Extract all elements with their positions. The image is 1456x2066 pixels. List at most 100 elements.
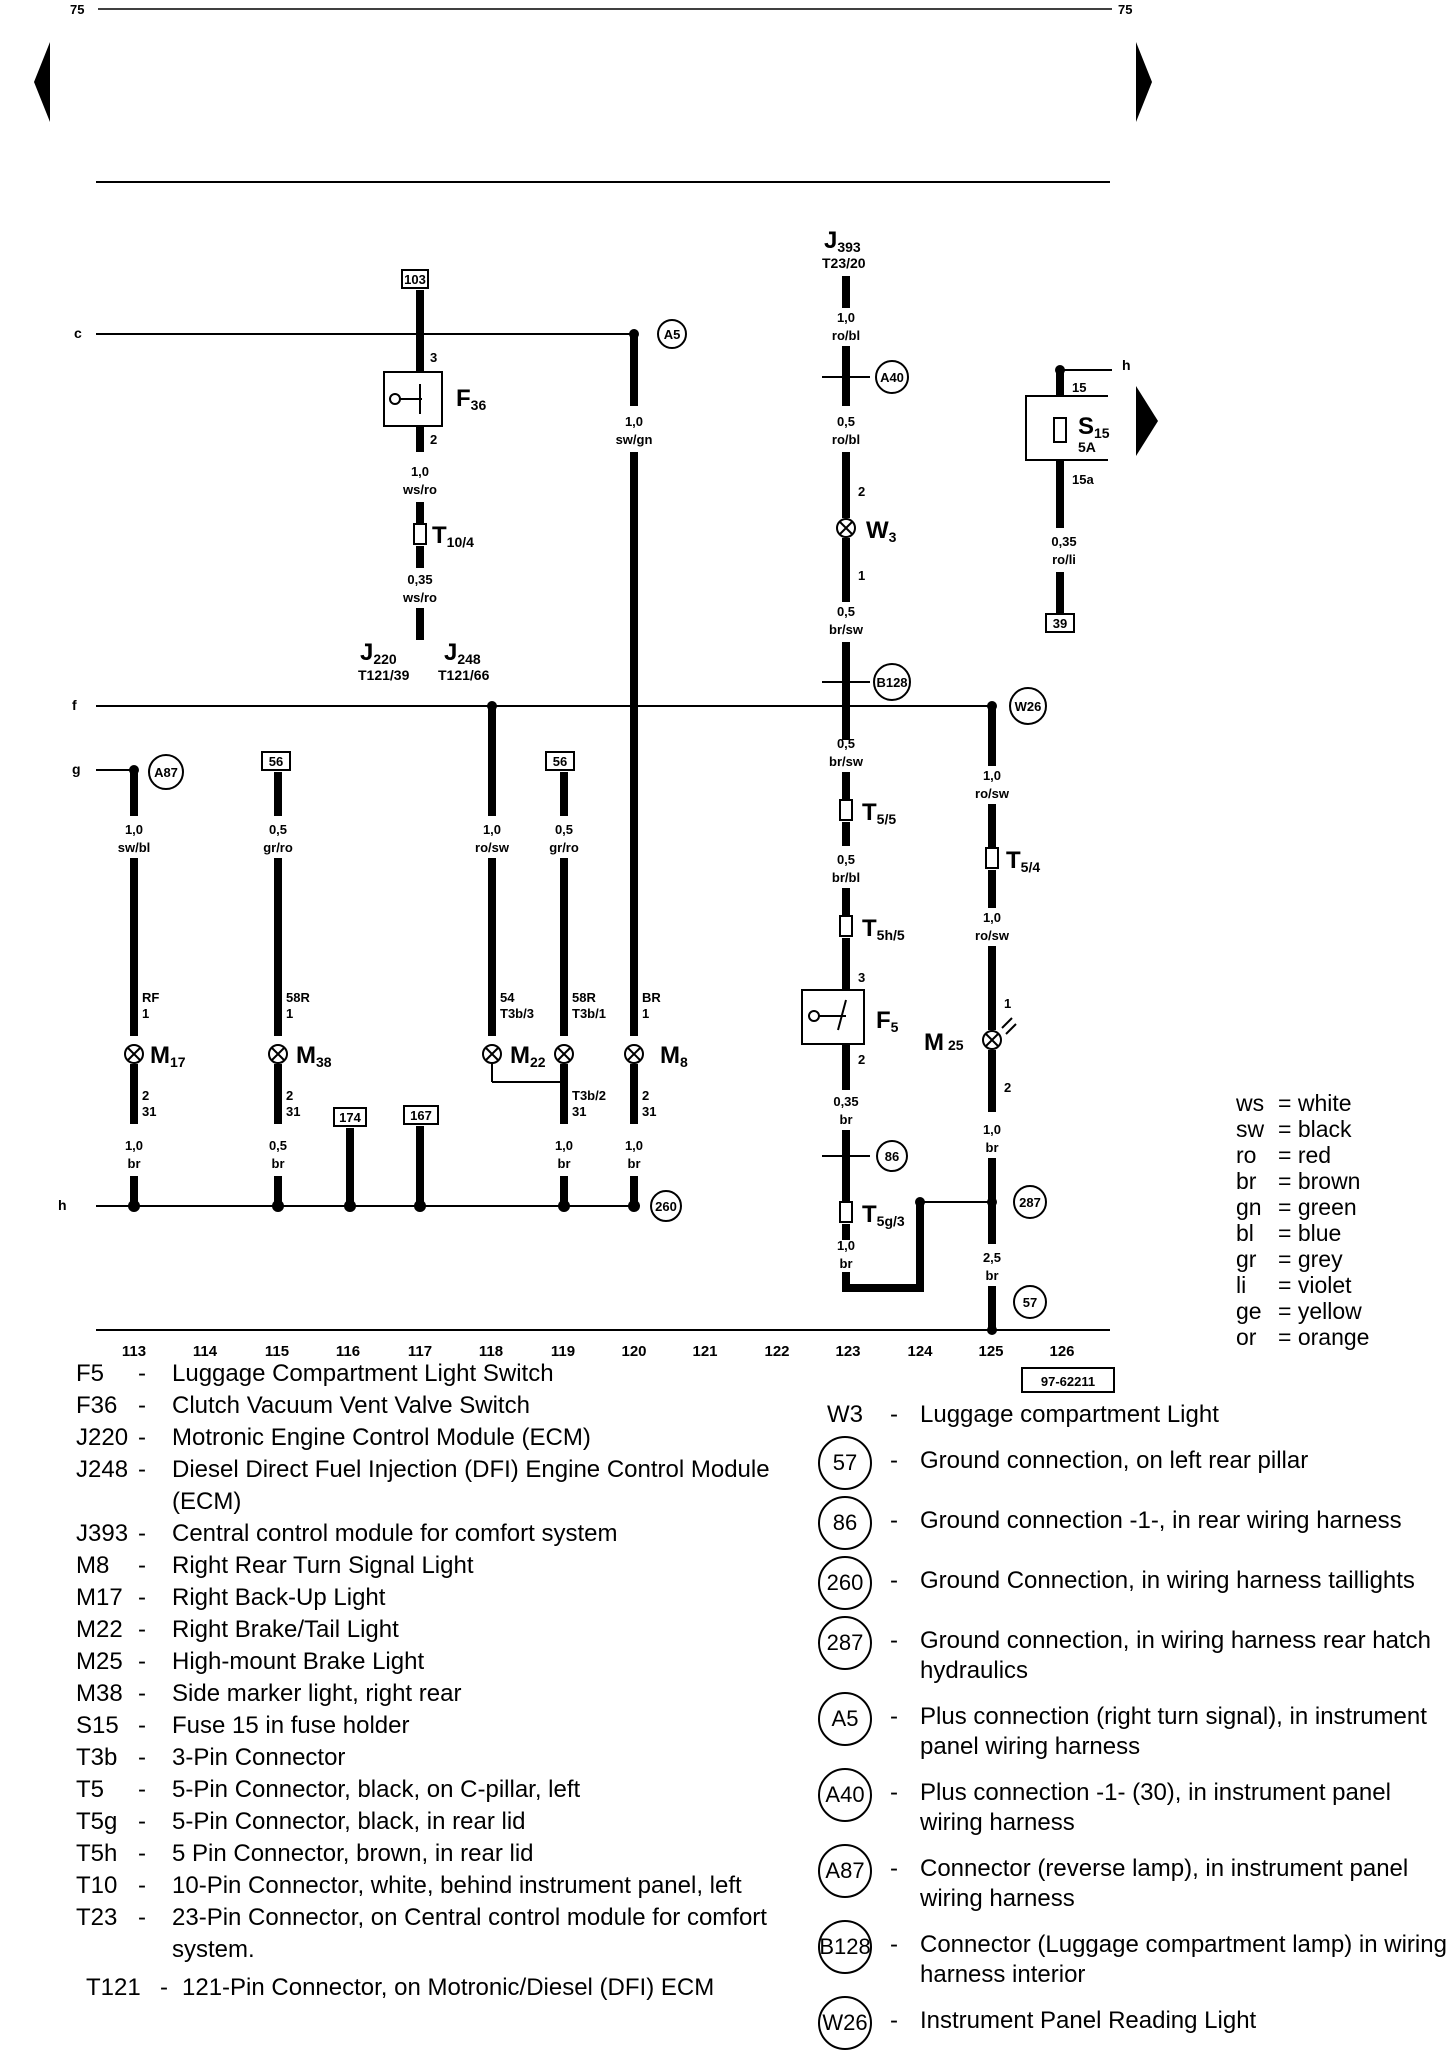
legend-item: F36-Clutch Vacuum Vent Valve Switch (76, 1392, 530, 1419)
color-row: sw= black (1236, 1116, 1352, 1142)
svg-text:125: 125 (978, 1343, 1003, 1360)
color-row: ro= red (1236, 1142, 1332, 1168)
wiring-diagram: 75 75 c f g h h 103 3 F36 2 1,0 ws/ro T1… (34, 2, 1158, 1393)
svg-text:15a: 15a (1072, 472, 1094, 487)
svg-text:br/sw: br/sw (829, 754, 864, 769)
svg-text:118: 118 (479, 1343, 503, 1360)
ground-260 (650, 1190, 682, 1222)
connection-a87-icon: A87 (818, 1844, 872, 1898)
m38-label: M38 (296, 1042, 332, 1070)
color-row: br= brown (1236, 1168, 1361, 1194)
color-row: or= orange (1236, 1324, 1370, 1350)
edge-label-g: g (72, 761, 81, 777)
legend-item: 287-Ground connection, in wiring harness… (800, 1616, 1450, 1686)
next-page-arrow-icon[interactable] (1136, 42, 1152, 122)
m8-label: M8 (660, 1042, 688, 1070)
svg-text:15: 15 (1072, 380, 1086, 395)
ref-box-39 (1045, 613, 1075, 633)
legend-item: W26-Instrument Panel Reading Light (800, 1996, 1450, 2050)
j393-label: J393 (824, 227, 861, 255)
page-number-left: 75 (70, 2, 84, 17)
svg-text:31: 31 (142, 1104, 156, 1119)
svg-text:br: br (986, 1140, 999, 1155)
svg-text:2: 2 (286, 1088, 293, 1103)
svg-text:2: 2 (430, 432, 437, 447)
w3-label: W3 (866, 517, 897, 545)
svg-text:br: br (628, 1156, 641, 1171)
svg-text:3: 3 (430, 350, 437, 365)
a40-connection (875, 360, 909, 394)
svg-text:2: 2 (858, 484, 865, 499)
svg-text:0,5: 0,5 (555, 822, 573, 837)
svg-text:121: 121 (692, 1343, 717, 1360)
m22-label: M22 (510, 1042, 546, 1070)
svg-text:58R: 58R (286, 990, 310, 1005)
svg-text:RF: RF (142, 990, 159, 1005)
m17-label: M17 (150, 1042, 186, 1070)
a87-connection (148, 754, 184, 790)
ref-box-103 (401, 269, 429, 289)
a5-connection (657, 319, 687, 349)
svg-text:ro/li: ro/li (1052, 552, 1076, 567)
svg-text:0,35: 0,35 (407, 572, 432, 587)
legend-item: F5-Luggage Compartment Light Switch (76, 1360, 554, 1387)
svg-text:sw/bl: sw/bl (118, 840, 151, 855)
svg-text:br/bl: br/bl (832, 870, 860, 885)
svg-text:1: 1 (858, 568, 865, 583)
ref-103: 103 (404, 272, 426, 287)
svg-text:gr/ro: gr/ro (263, 840, 293, 855)
wire-color-legend: ws= white sw= black ro= red br= brown gn… (1236, 1090, 1369, 1350)
b128-connection (873, 663, 911, 701)
t104-label: T10/4 (432, 522, 474, 550)
legend-item: T10-10-Pin Connector, white, behind inst… (76, 1872, 742, 1899)
component-legend-left: F5-Luggage Compartment Light Switch F36-… (76, 1358, 796, 2004)
color-row: ge= yellow (1236, 1298, 1362, 1324)
svg-text:167: 167 (410, 1108, 432, 1123)
connection-b128-icon: B128 (818, 1920, 872, 1974)
ref-code-box (1021, 1367, 1115, 1393)
svg-text:T121/39: T121/39 (358, 667, 410, 683)
svg-text:A40: A40 (880, 370, 904, 385)
edge-label-f: f (72, 697, 77, 713)
svg-text:5A: 5A (1078, 439, 1096, 455)
svg-text:br: br (272, 1156, 285, 1171)
s15-fuse-icon (1053, 417, 1067, 443)
f5-label: F5 (876, 1007, 899, 1035)
svg-text:br: br (840, 1112, 853, 1127)
ref-box-56a (261, 751, 291, 771)
svg-text:31: 31 (286, 1104, 300, 1119)
continue-arrow-icon (1136, 386, 1158, 456)
svg-text:0,35: 0,35 (833, 1094, 858, 1109)
svg-text:1,0: 1,0 (983, 1122, 1001, 1137)
ground-260-icon: 260 (818, 1556, 872, 1610)
svg-text:1,0: 1,0 (125, 1138, 143, 1153)
svg-text:1,0: 1,0 (555, 1138, 573, 1153)
legend-item: M22-Right Brake/Tail Light (76, 1616, 399, 1643)
svg-text:1,0: 1,0 (983, 768, 1001, 783)
svg-text:119: 119 (551, 1343, 575, 1360)
f36-switch (383, 371, 443, 427)
svg-text:BR: BR (642, 990, 661, 1005)
svg-text:1,0: 1,0 (625, 414, 643, 429)
color-row: ws= white (1236, 1090, 1352, 1116)
svg-text:T23/20: T23/20 (822, 255, 866, 271)
connection-a5-icon: A5 (818, 1692, 872, 1746)
svg-text:1,0: 1,0 (125, 822, 143, 837)
legend-item: A40-Plus connection -1- (30), in instrum… (800, 1768, 1450, 1838)
ground-57-icon: 57 (818, 1436, 872, 1490)
svg-text:39: 39 (1053, 616, 1067, 631)
svg-text:31: 31 (572, 1104, 586, 1119)
svg-text:116: 116 (336, 1343, 360, 1360)
legend-item: 86-Ground connection -1-, in rear wiring… (800, 1496, 1450, 1550)
legend-item: J393-Central control module for comfort … (76, 1520, 618, 1547)
svg-text:br: br (128, 1156, 141, 1171)
svg-text:0,5: 0,5 (837, 414, 855, 429)
prev-page-arrow-icon[interactable] (34, 42, 50, 122)
svg-text:174: 174 (339, 1110, 361, 1125)
legend-item: J220-Motronic Engine Control Module (ECM… (76, 1424, 591, 1451)
svg-text:123: 123 (835, 1343, 860, 1360)
svg-text:114: 114 (193, 1343, 218, 1360)
svg-text:1: 1 (142, 1006, 149, 1021)
ground-287-icon: 287 (818, 1616, 872, 1670)
svg-text:ro/bl: ro/bl (832, 328, 860, 343)
